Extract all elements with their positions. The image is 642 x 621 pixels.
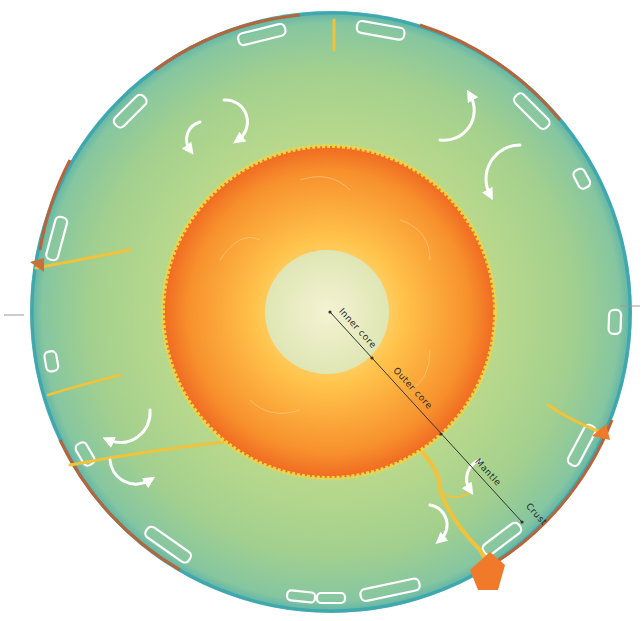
earth-cross-section (0, 0, 642, 621)
